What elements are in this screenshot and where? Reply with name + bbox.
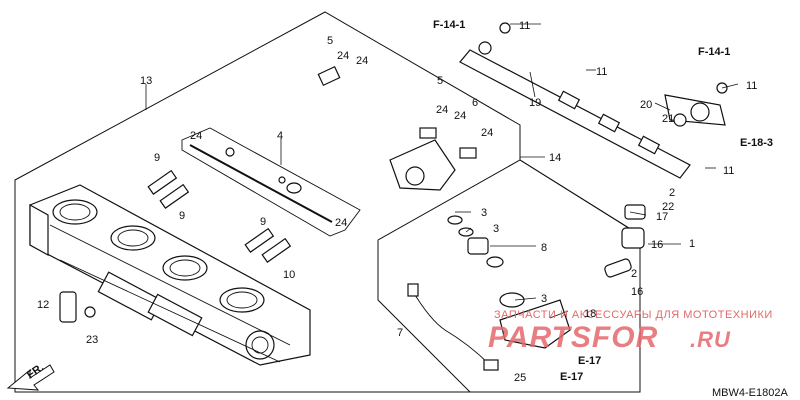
callout-25: 25 xyxy=(514,372,526,384)
callout-17: 17 xyxy=(656,211,668,223)
callout-11d: 11 xyxy=(723,165,734,177)
seal-stack xyxy=(447,215,571,349)
watermark-tld: .RU xyxy=(690,327,731,352)
callout-24f: 24 xyxy=(481,127,493,139)
callout-24d: 24 xyxy=(436,104,448,116)
callout-16b: 16 xyxy=(631,286,643,298)
pressure-regulator-20 xyxy=(664,82,728,127)
callout-24c: 24 xyxy=(190,130,202,142)
callout-14: 14 xyxy=(549,152,561,164)
callout-5a: 5 xyxy=(327,35,333,47)
callout-10: 10 xyxy=(283,269,295,281)
callout-7: 7 xyxy=(397,327,403,339)
callout-11a: 11 xyxy=(519,20,530,32)
callout-3b: 3 xyxy=(493,223,499,235)
callout-22: 22 xyxy=(662,201,674,213)
callout-18: 18 xyxy=(584,308,596,320)
callout-3a: 3 xyxy=(481,207,487,219)
callout-24g: 24 xyxy=(335,217,347,229)
callout-13: 13 xyxy=(140,75,152,87)
screw-9-group xyxy=(147,169,292,263)
assembly-outline-14 xyxy=(377,159,641,393)
front-arrow xyxy=(6,364,55,391)
leader-lines xyxy=(145,23,739,319)
callout-9b: 9 xyxy=(179,210,185,222)
callout-1: 1 xyxy=(689,238,695,250)
callout-3c: 3 xyxy=(541,293,547,305)
ref-e18-3: E-18-3 xyxy=(740,137,773,149)
ref-f14-top: F-14-1 xyxy=(433,19,465,31)
callout-4: 4 xyxy=(277,130,283,142)
callout-2a: 2 xyxy=(669,187,675,199)
callout-11c: 11 xyxy=(746,80,757,92)
callout-24b: 24 xyxy=(356,55,368,67)
shaft-4 xyxy=(189,144,333,223)
callout-11b: 11 xyxy=(596,66,607,78)
callout-24e: 24 xyxy=(454,110,466,122)
callout-19: 19 xyxy=(529,97,541,109)
callout-23: 23 xyxy=(86,334,98,346)
callout-6: 6 xyxy=(472,97,478,109)
callout-8: 8 xyxy=(541,242,547,254)
callout-20: 20 xyxy=(640,99,652,111)
ref-e17-a: E-17 xyxy=(578,355,601,367)
sensor-assembly xyxy=(317,65,477,191)
watermark-brand: PARTSFOR xyxy=(488,321,658,354)
diagram-code: MBW4-E1802A xyxy=(712,387,788,399)
callout-9a: 9 xyxy=(154,152,160,164)
callout-21: 21 xyxy=(662,113,674,125)
bracket-12 xyxy=(59,291,96,323)
callout-12: 12 xyxy=(37,299,49,311)
callout-2b: 2 xyxy=(631,268,637,280)
ref-e17-b: E-17 xyxy=(560,371,583,383)
ref-f14-right: F-14-1 xyxy=(698,46,730,58)
callout-5b: 5 xyxy=(437,75,443,87)
callout-24a: 24 xyxy=(337,50,349,62)
callout-16a: 16 xyxy=(651,239,663,251)
watermark-tagline: ЗАПЧАСТИ И АКСЕССУАРЫ ДЛЯ МОТОТЕХНИКИ xyxy=(494,309,773,321)
cable-7 xyxy=(407,283,499,371)
shaft-outline-4 xyxy=(181,127,361,237)
callout-9c: 9 xyxy=(260,216,266,228)
throttle-body xyxy=(29,184,311,366)
injector-16 xyxy=(604,204,646,278)
fuel-rail-19 xyxy=(459,22,691,179)
